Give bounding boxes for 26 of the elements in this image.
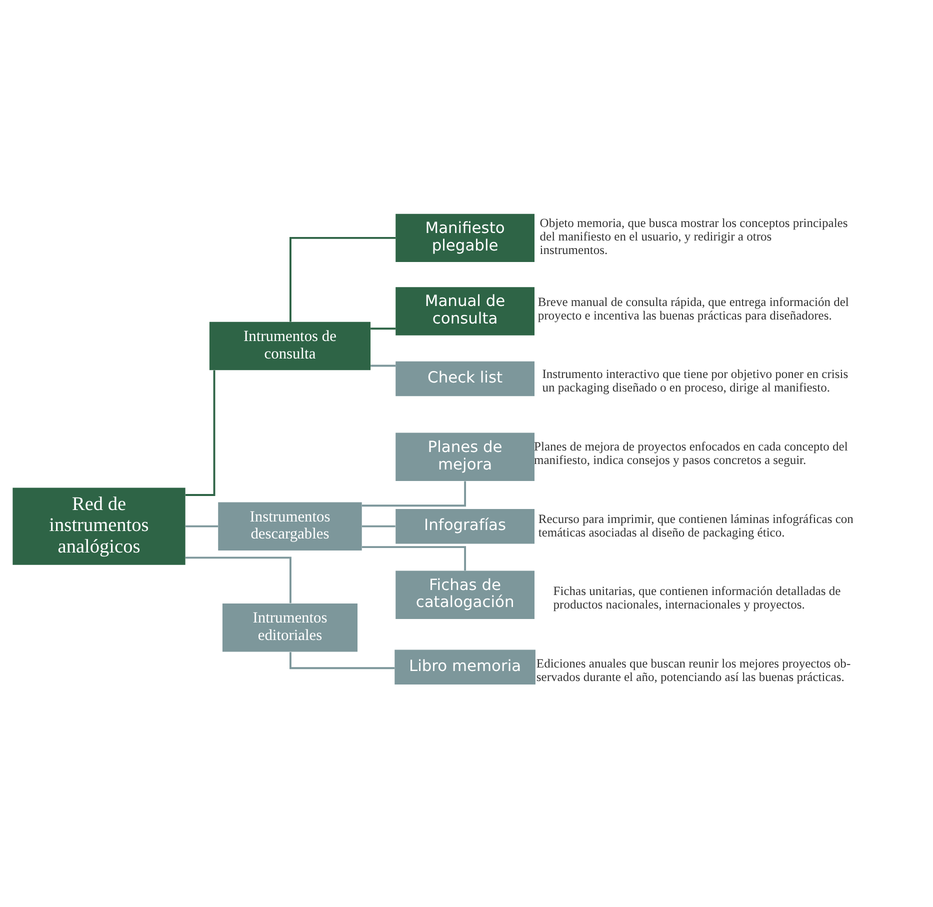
node-box: Red de instrumentos analógicos (12, 487, 186, 564)
node-box: Instrumentos descargables (218, 502, 362, 550)
connector (290, 236, 396, 322)
node-label: Instrumento interactivo que tiene por objetivo poner en crisis un packaging diseñado o en proceso, dirige al manifiesto. (542, 366, 848, 394)
node-box: Manual de consulta (396, 286, 534, 335)
node-box: Fichas de catalogación (396, 570, 534, 618)
node-box: Check list (396, 360, 534, 396)
connector (185, 370, 216, 496)
node-label: Breve manual de consulta rápida, que entrega información del proyecto e incentiva las buenas prácticas para diseñadores. (538, 294, 849, 322)
node-box: Manifiesto plegable (396, 213, 534, 262)
connector (362, 546, 466, 570)
connector (370, 327, 396, 330)
node-label: Fichas unitarias, que contienen información detalladas de productos nacionales, internacionales y proyectos. (553, 584, 841, 612)
connector (186, 524, 218, 527)
connector (362, 524, 396, 527)
node-label: Ediciones anuales que buscan reunir los mejores proyectos ob- servados durante el año, potenciando así las buenas prácticas. (536, 656, 851, 684)
connector (370, 364, 396, 366)
node-label: Recurso para imprimir, que contienen láminas infográficas con temáticas asociadas al diseño de packaging ético. (538, 511, 854, 539)
node-box: Intrumentos editoriales (222, 603, 358, 652)
node-box: Libro memoria (394, 649, 536, 684)
connector (362, 480, 466, 506)
node-box: Intrumentos de consulta (209, 321, 371, 370)
node-label: Objeto memoria, que busca mostrar los conceptos principales del manifiesto en el usuario, y redirigir a otros instrumentos. (540, 215, 848, 256)
connector (186, 556, 292, 603)
node-box: Infografías (396, 508, 534, 544)
node-box: Planes de mejora (396, 432, 534, 480)
